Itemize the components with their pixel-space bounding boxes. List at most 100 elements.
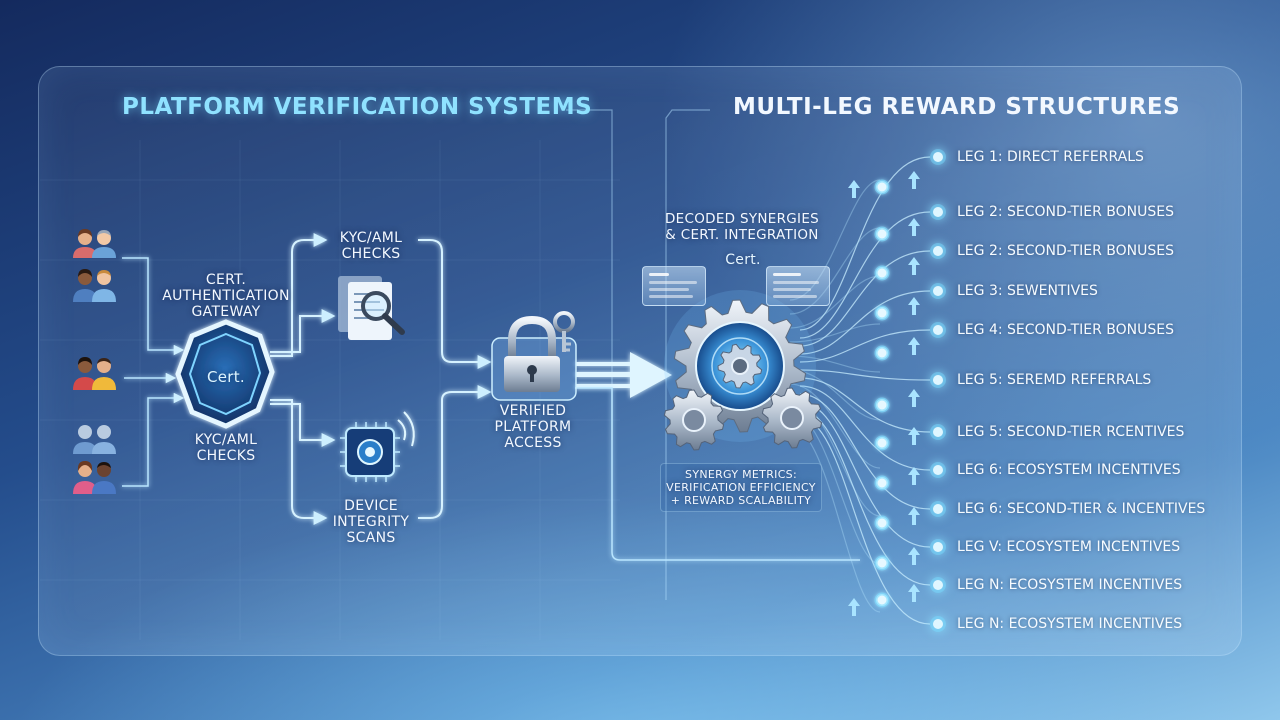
gateway-connectors [270,233,492,525]
fan-line [789,323,881,343]
leg-label: LEG 5: SEREMD REFERRALS [957,372,1152,388]
gear-hub-icon [780,406,804,430]
leg-item: LEG V: ECOSYSTEM INCENTIVES [928,536,1180,558]
leg-node-icon [933,504,943,514]
fan-line [799,393,931,510]
up-arrow-icon [848,180,860,198]
leg-item: LEG 2: SECOND-TIER BONUSES [928,201,1174,223]
verified-access-label: VERIFIED PLATFORM ACCESS [494,403,572,451]
gear-hub-icon [682,408,706,432]
leg-node-icon [933,619,943,629]
gateway-badge: Cert. [206,368,246,386]
leg-node-icon [933,325,943,335]
gateway-sublabel: KYC/AML CHECKS [194,432,258,464]
synergy-cert-label: Cert. [725,252,761,268]
fan-line [799,250,931,347]
leg-item: LEG 6: ECOSYSTEM INCENTIVES [928,459,1181,481]
leg-node-icon [933,580,943,590]
up-arrow-icon [908,584,920,602]
device-integrity-label: DEVICE INTEGRITY SCANS [332,498,410,546]
flow-node-icon [874,475,890,491]
user-pair-icon [72,266,118,310]
user-pair-icon [72,354,118,398]
up-arrow-icon [908,218,920,236]
up-arrow-icon [908,257,920,275]
leg-node-icon [933,207,943,217]
leg-item: LEG 2: SECOND-TIER BONUSES [928,240,1174,262]
flow-node-icon [874,226,890,242]
fan-line [799,156,931,331]
access-arrow [576,352,672,398]
up-arrow-icon [908,467,920,485]
leg-item: LEG 5: SECOND-TIER RCENTIVES [928,421,1184,443]
fan-line [799,369,931,381]
fan-line [799,290,931,355]
leg-label: LEG 5: SECOND-TIER RCENTIVES [957,424,1185,440]
up-arrow-icon [908,547,920,565]
right-section-title: MULTI-LEG REWARD STRUCTURES [733,94,1181,120]
flow-node-icon [874,515,890,531]
user-pair-icon [72,458,118,502]
leg-node-icon [933,152,943,162]
dashboard-screen-icon [766,266,830,306]
leg-label: LEG N: ECOSYSTEM INCENTIVES [957,577,1183,593]
leg-label: LEG 4: SECOND-TIER BONUSES [957,322,1174,338]
flow-node-icon [874,345,890,361]
leg-item: LEG 3: SEWENTIVES [928,280,1098,302]
leg-item: LEG N: ECOSYSTEM INCENTIVES [928,613,1182,635]
flow-node-icon [874,555,890,571]
leg-item: LEG N: ECOSYSTEM INCENTIVES [928,574,1182,596]
leg-node-icon [933,427,943,437]
fan-line [789,355,881,373]
leg-item: LEG 6: SECOND-TIER & INCENTIVES [928,498,1205,520]
gateway-label: CERT. AUTHENTICATION GATEWAY [162,272,290,320]
title-connector-left [566,109,613,440]
leg-node-icon [933,375,943,385]
device-chip-icon [340,411,415,482]
up-arrow-icon [848,598,860,616]
fan-line [789,227,881,315]
flow-node-icon [874,179,890,195]
up-arrow-icon [908,507,920,525]
key-icon [553,311,575,352]
leg-label: LEG 2: SECOND-TIER BONUSES [957,243,1174,259]
leg-item: LEG 5: SEREMD REFERRALS [928,369,1151,391]
leg-label: LEG 3: SEWENTIVES [957,283,1098,299]
leg-node-column [874,179,890,608]
leg-label: LEG N: ECOSYSTEM INCENTIVES [957,616,1183,632]
flow-node-icon [874,397,890,413]
leg-label: LEG 6: ECOSYSTEM INCENTIVES [957,462,1181,478]
gateway-hexagon [175,319,275,429]
fan-line [799,409,931,586]
flow-node-icon [874,435,890,451]
up-arrow-column [848,171,920,616]
flow-node-icon [874,305,890,321]
leg-node-icon [933,286,943,296]
fan-line [789,275,881,329]
up-arrow-icon [908,297,920,315]
user-pair-icon [72,420,118,464]
kyc-aml-label: KYC/AML CHECKS [339,230,403,262]
dashboard-screen-icon [642,266,706,306]
fan-line [789,383,881,469]
synergy-metrics-box: SYNERGY METRICS: VERIFICATION EFFICIENCY… [660,463,822,512]
up-arrow-icon [908,171,920,189]
up-arrow-icon [908,427,920,445]
fan-line [799,417,931,625]
up-arrow-icon [908,389,920,407]
gear-hub-icon [731,357,749,375]
fan-line [799,211,931,339]
leg-label: LEG 6: SECOND-TIER & INCENTIVES [957,501,1206,517]
user-connectors [122,257,185,487]
synergy-title: DECODED SYNERGIES & CERT. INTEGRATION [664,211,820,243]
leg-item: LEG 4: SECOND-TIER BONUSES [928,319,1174,341]
gear-cluster-icon [663,290,823,451]
flow-node-icon [874,592,890,608]
padlock-icon [491,315,577,401]
leg-node-icon [933,542,943,552]
background-grid [40,140,620,640]
left-section-title: PLATFORM VERIFICATION SYSTEMS [122,94,593,120]
up-arrow-icon [908,337,920,355]
title-connector-right [665,109,710,600]
